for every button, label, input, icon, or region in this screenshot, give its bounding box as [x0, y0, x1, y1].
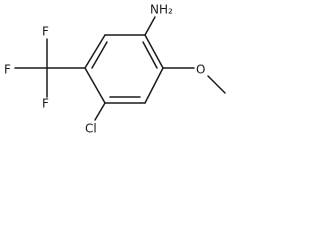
fluorine-top-label: F: [42, 25, 49, 39]
fluorine-left-label: F: [4, 63, 11, 77]
amine-label: NH₂: [150, 3, 173, 17]
ring-bond-c1-c2: [144, 34, 164, 69]
structure-diagram: NH₂ O Cl F F F: [4, 3, 226, 136]
double-bond-c1-c2-inner: [142, 41, 158, 69]
chlorine-label: Cl: [85, 122, 97, 136]
ring-bond-c4-c5: [84, 67, 106, 104]
oxygen-label: O: [196, 63, 205, 77]
ring-bond-c5-c6: [84, 34, 106, 69]
bond-to-nh2: [144, 16, 156, 36]
bond-to-chlorine: [94, 102, 106, 121]
fluorine-bottom-label: F: [42, 97, 49, 111]
double-bond-c5-c6-inner: [91, 41, 108, 69]
bond-oxygen-methyl: [207, 75, 226, 94]
ring-bond-c2-c3: [144, 67, 164, 104]
